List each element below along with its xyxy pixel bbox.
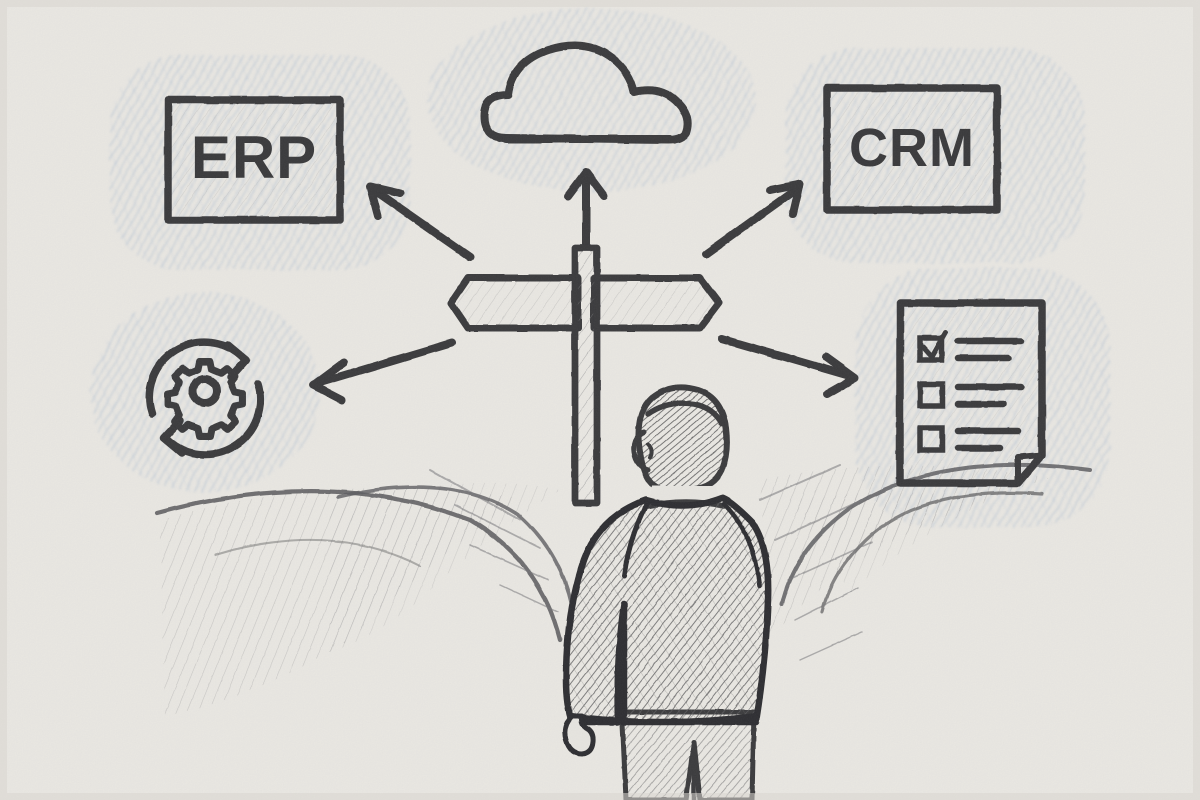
paper-grain: [0, 0, 1200, 800]
sketch-illustration: ERP CRM: [0, 0, 1200, 800]
sketch-canvas: ERP CRM: [0, 0, 1200, 800]
